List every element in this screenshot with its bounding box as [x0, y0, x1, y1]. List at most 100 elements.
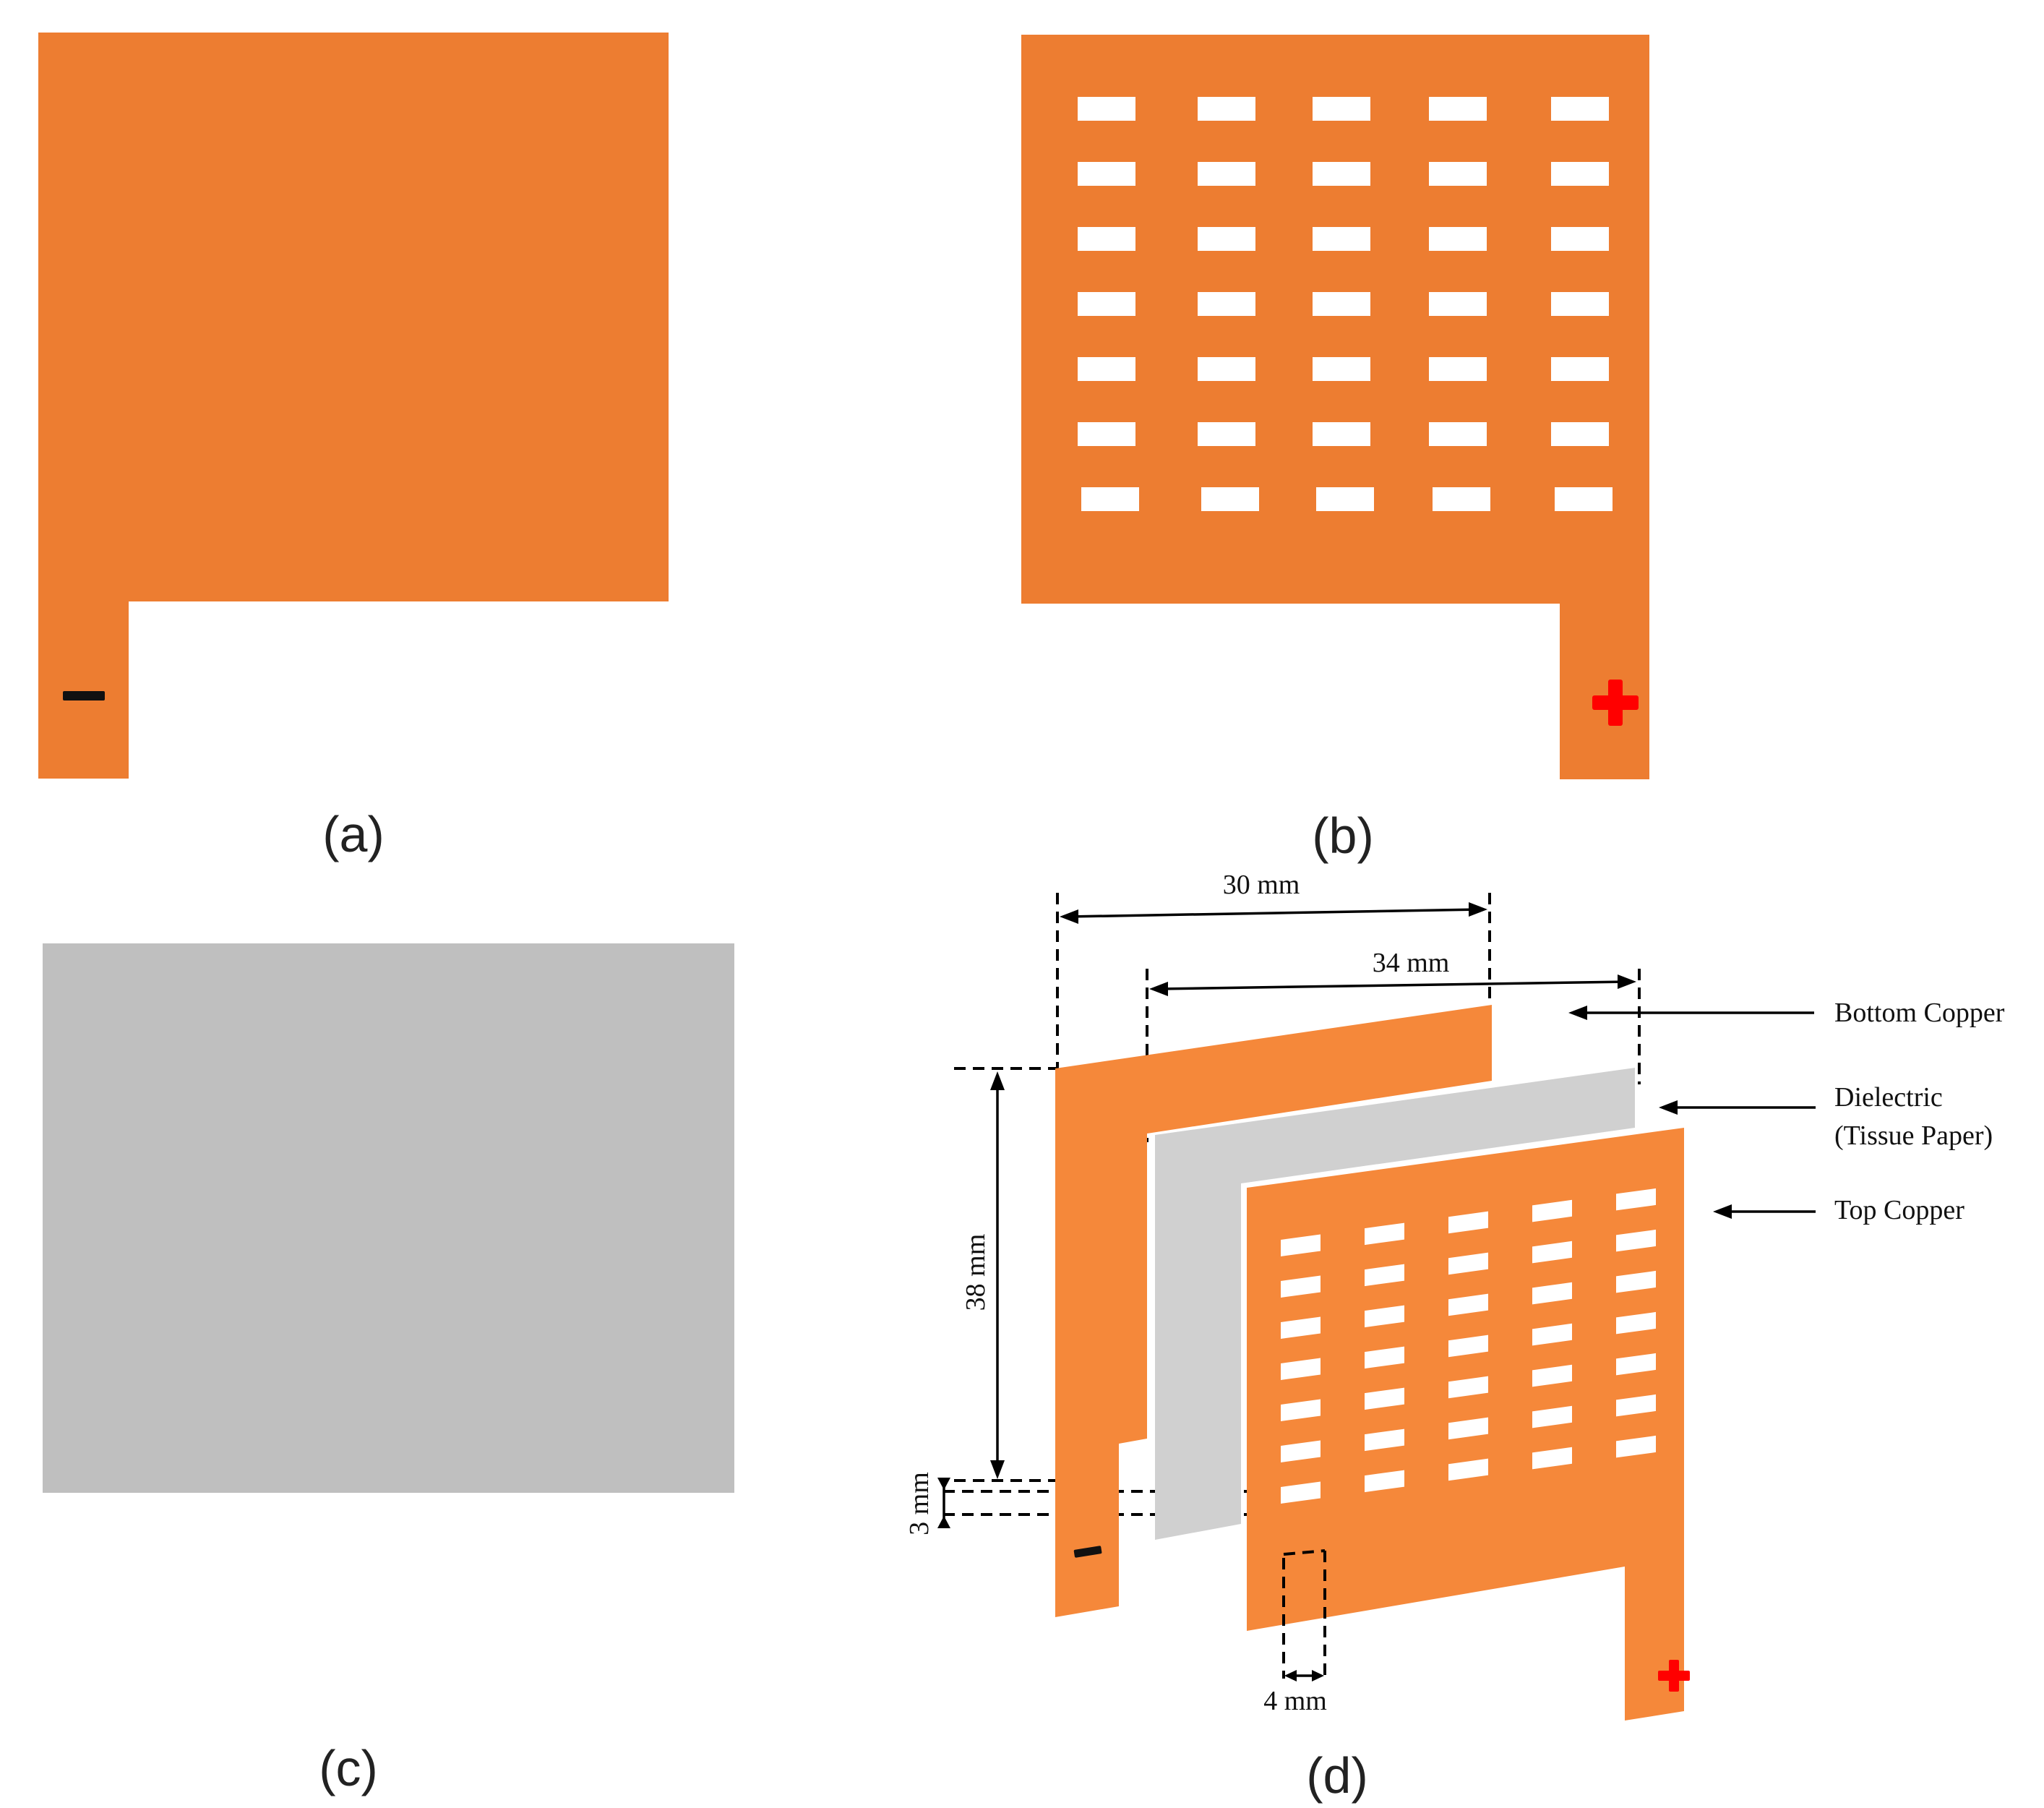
slot	[1616, 1229, 1656, 1252]
top-copper-electrode	[1021, 35, 1649, 779]
layer-label-bottom-copper: Bottom Copper	[1834, 998, 2005, 1028]
slot	[1532, 1405, 1572, 1428]
callout-top-copper: Top Copper	[1713, 1195, 1964, 1225]
slot	[1448, 1252, 1488, 1275]
slot	[1281, 1316, 1321, 1339]
dimension-label: 3 mm	[904, 1472, 935, 1535]
slot	[1532, 1282, 1572, 1305]
callout-bottom-copper: Bottom Copper	[1568, 998, 2005, 1028]
slot	[1532, 1364, 1572, 1387]
slot	[1433, 487, 1490, 511]
bottom-copper-electrode	[38, 33, 669, 779]
slot	[1198, 227, 1255, 251]
slot	[1078, 422, 1135, 446]
slot	[1078, 292, 1135, 316]
slot	[1078, 162, 1135, 186]
slot	[1429, 357, 1487, 381]
panel-d-label: (d)	[1306, 1747, 1368, 1804]
dimension-label: 38 mm	[961, 1234, 991, 1311]
slot	[1365, 1470, 1404, 1493]
slot	[1198, 292, 1255, 316]
layer-label-dielectric-note: (Tissue Paper)	[1834, 1121, 1993, 1151]
slot	[1448, 1417, 1488, 1440]
dimension-label: 30 mm	[1223, 870, 1300, 900]
layer-label-top-copper: Top Copper	[1834, 1195, 1964, 1225]
slot	[1448, 1211, 1488, 1234]
slot	[1198, 162, 1255, 186]
slot	[1078, 227, 1135, 251]
slot	[1201, 487, 1259, 511]
bottom-copper-layer	[1055, 1005, 1492, 1617]
slot	[1551, 97, 1609, 121]
callout-dielectric: Dielectric (Tissue Paper)	[1659, 1082, 1993, 1151]
positive-terminal-icon	[1592, 680, 1639, 726]
slot	[1281, 1440, 1321, 1462]
slot	[1448, 1376, 1488, 1399]
slot-width-guides	[1282, 1549, 1326, 1679]
dimension-30mm: 30 mm	[1060, 870, 1487, 924]
dimension-label: 4 mm	[1263, 1686, 1327, 1716]
slot	[1429, 97, 1487, 121]
slot	[1365, 1222, 1404, 1246]
slot	[1555, 487, 1613, 511]
slot	[1198, 97, 1255, 121]
negative-terminal-icon	[1073, 1546, 1102, 1558]
panel-a: (a)	[38, 33, 669, 862]
slot	[1616, 1188, 1656, 1211]
dimension-3mm: 3 mm	[904, 1472, 950, 1535]
slot	[1198, 422, 1255, 446]
slot	[1429, 422, 1487, 446]
slot	[1313, 162, 1370, 186]
slot	[1532, 1323, 1572, 1346]
slot-grid-3d	[1281, 1188, 1656, 1504]
layer-label-dielectric: Dielectric	[1834, 1082, 1943, 1113]
dimension-34mm: 34 mm	[1149, 948, 1636, 996]
slot	[1316, 487, 1374, 511]
slot	[1616, 1311, 1656, 1334]
slot	[1616, 1270, 1656, 1293]
slot	[1551, 227, 1609, 251]
slot	[1313, 357, 1370, 381]
slot	[1532, 1447, 1572, 1470]
slot	[1081, 487, 1139, 511]
slot	[1365, 1428, 1404, 1452]
positive-terminal-icon	[1658, 1660, 1690, 1692]
slot	[1313, 422, 1370, 446]
slot	[1448, 1334, 1488, 1358]
slot	[1281, 1234, 1321, 1256]
slot	[1551, 422, 1609, 446]
dimension-label: 34 mm	[1373, 948, 1450, 978]
slot-grid-flat	[1078, 97, 1613, 511]
slot	[1551, 162, 1609, 186]
slot	[1313, 97, 1370, 121]
panel-a-label: (a)	[322, 806, 385, 862]
slot	[1365, 1305, 1404, 1328]
slot	[1429, 162, 1487, 186]
dielectric-layer	[1155, 1068, 1635, 1540]
negative-terminal-icon	[63, 691, 105, 701]
slot	[1078, 97, 1135, 121]
slot	[1198, 357, 1255, 381]
slot	[1532, 1241, 1572, 1264]
slot	[1532, 1199, 1572, 1222]
slot	[1551, 357, 1609, 381]
slot	[1281, 1481, 1321, 1504]
slot	[1281, 1399, 1321, 1421]
slot	[1365, 1264, 1404, 1287]
panel-d: 30 mm 34 mm 38 mm 3 mm 4 mm	[904, 870, 2005, 1804]
panel-b: (b)	[1021, 35, 1649, 864]
slot	[1429, 227, 1487, 251]
slot	[1313, 292, 1370, 316]
slot	[1281, 1358, 1321, 1380]
slot	[1078, 357, 1135, 381]
slot	[1281, 1275, 1321, 1298]
slot	[1313, 227, 1370, 251]
dielectric-tissue-paper	[43, 943, 734, 1493]
panel-c-label: (c)	[319, 1740, 378, 1796]
dimension-38mm: 38 mm	[961, 1071, 1005, 1479]
slot	[1616, 1353, 1656, 1376]
dimension-4mm: 4 mm	[1263, 1670, 1327, 1716]
slot	[1551, 292, 1609, 316]
slot	[1448, 1293, 1488, 1316]
